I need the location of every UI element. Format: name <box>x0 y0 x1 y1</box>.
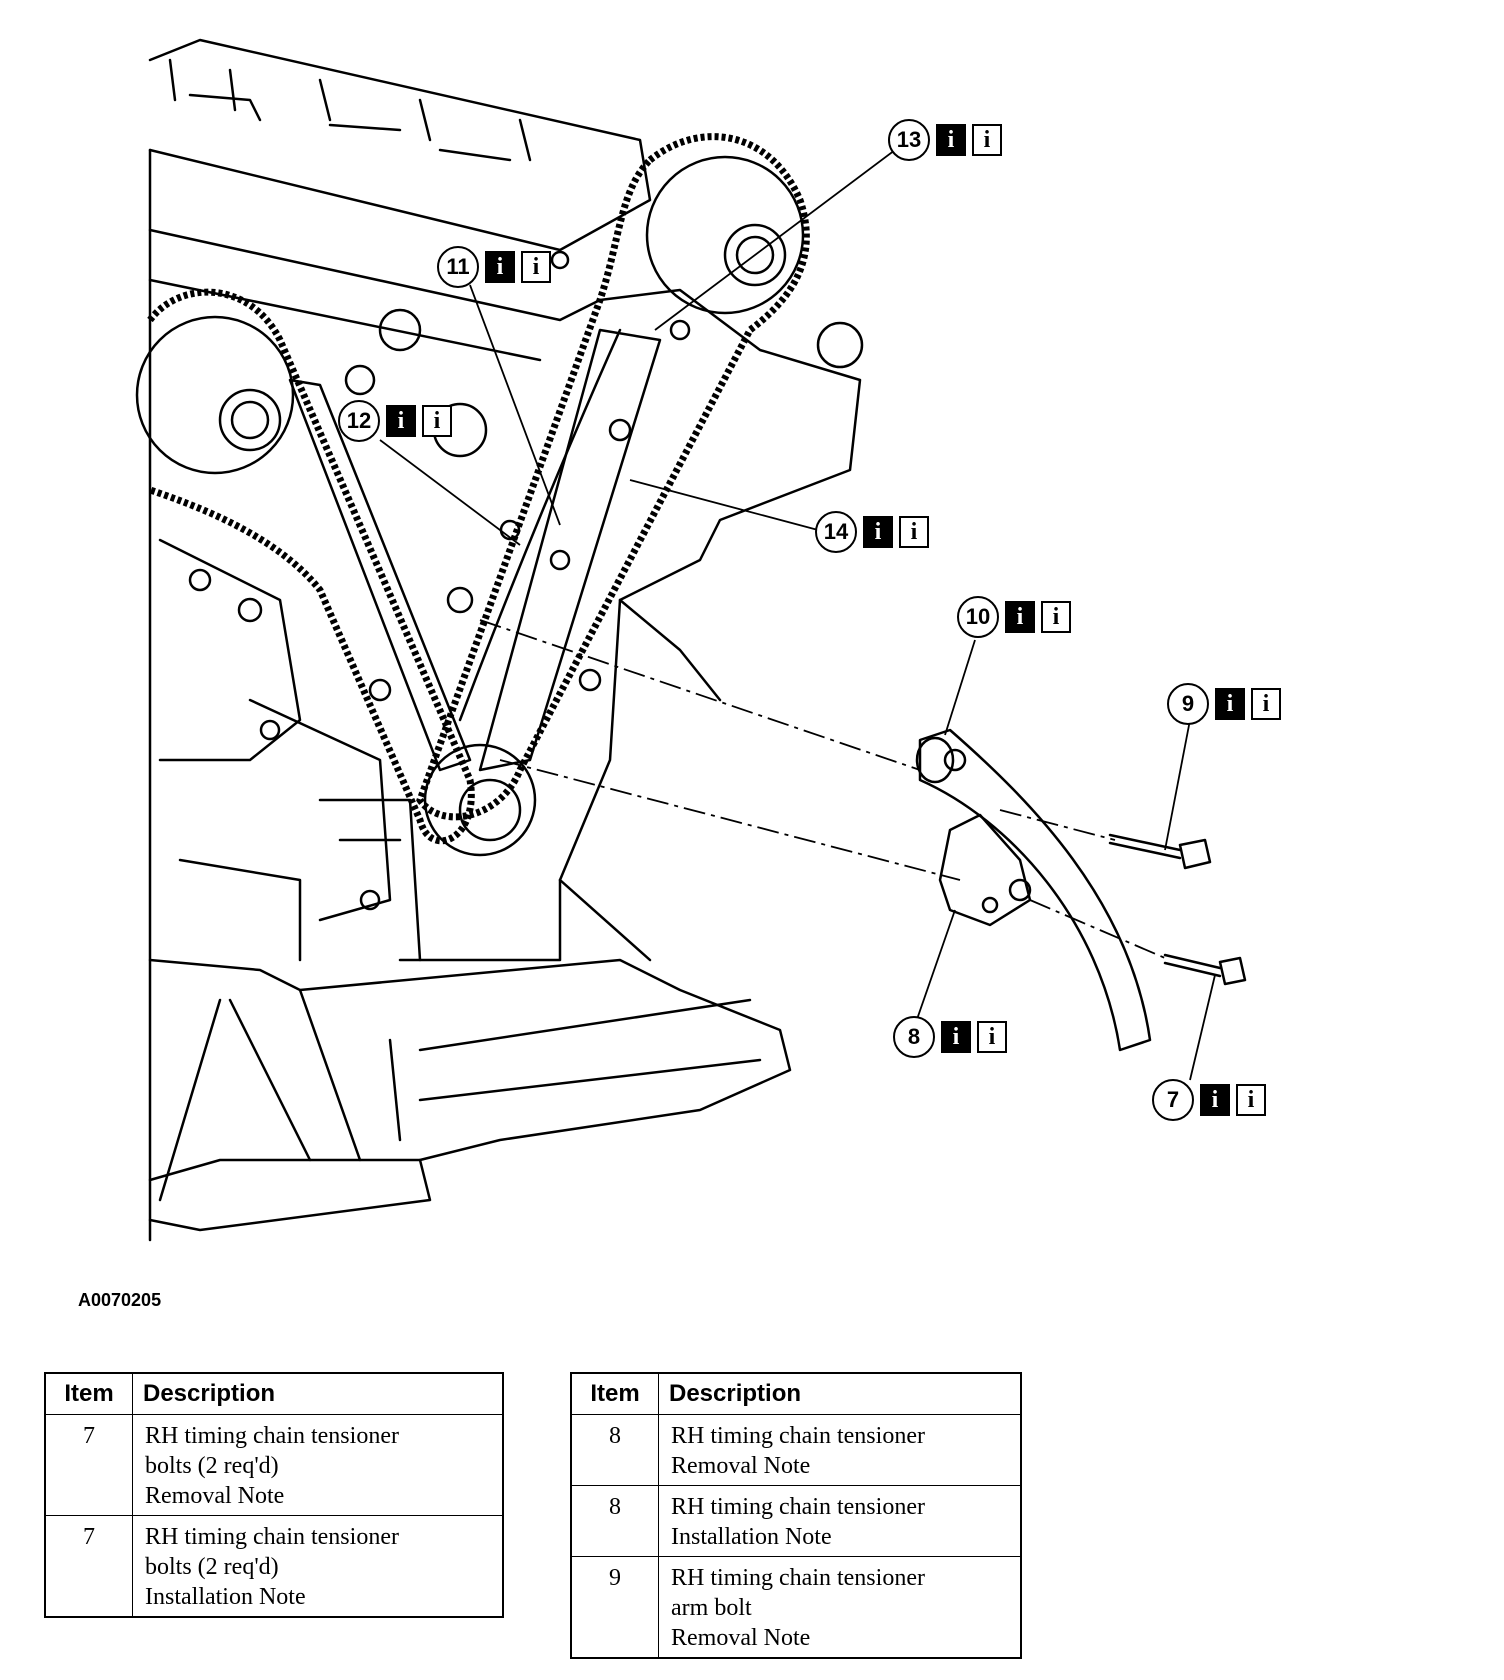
item-table-right: Item Description 8 RH timing chain tensi… <box>570 1372 1022 1659</box>
description-line: bolts (2 req'd) <box>145 1554 279 1580</box>
table-header-row: Item Description <box>44 1372 504 1415</box>
column-header-description: Description <box>132 1372 504 1415</box>
description-line: bolts (2 req'd) <box>145 1453 279 1479</box>
callout-number: 11 <box>437 246 479 288</box>
rh-timing-chain <box>416 133 810 821</box>
info-outline-icon[interactable]: i <box>1236 1084 1266 1116</box>
table-row: 7 RH timing chain tensioner bolts (2 req… <box>44 1414 504 1516</box>
tensioner-arm <box>918 728 1152 1052</box>
callout-number: 13 <box>888 119 930 161</box>
info-icon[interactable]: i <box>941 1021 971 1053</box>
installation-note-link[interactable]: Installation Note <box>671 1524 832 1550</box>
description-line: arm bolt <box>671 1595 752 1621</box>
info-icon[interactable]: i <box>936 124 966 156</box>
description-line: RH timing chain tensioner <box>145 1524 399 1550</box>
item-table-left: Item Description 7 RH timing chain tensi… <box>44 1372 504 1618</box>
bolt-7 <box>1163 953 1222 978</box>
lh-timing-chain <box>147 288 475 845</box>
column-header-description: Description <box>658 1372 1022 1415</box>
item-number: 8 <box>570 1414 659 1486</box>
bolt-9 <box>1108 833 1182 860</box>
info-outline-icon[interactable]: i <box>1041 601 1071 633</box>
callout-10: 10 i i <box>957 596 1071 638</box>
callout-number: 7 <box>1152 1079 1194 1121</box>
description-line: RH timing chain tensioner <box>671 1565 925 1591</box>
callout-8: 8 i i <box>893 1016 1007 1058</box>
removal-note-link[interactable]: Removal Note <box>671 1453 811 1479</box>
installation-note-link[interactable]: Installation Note <box>145 1584 306 1610</box>
description-line: RH timing chain tensioner <box>145 1423 399 1449</box>
info-outline-icon[interactable]: i <box>972 124 1002 156</box>
engine-timing-illustration <box>135 38 1247 1242</box>
info-outline-icon[interactable]: i <box>422 405 452 437</box>
table-header-row: Item Description <box>570 1372 1022 1415</box>
callout-9: 9 i i <box>1167 683 1281 725</box>
callout-13: 13 i i <box>888 119 1002 161</box>
item-description: RH timing chain tensioner Installation N… <box>658 1485 1022 1557</box>
callout-7: 7 i i <box>1152 1079 1266 1121</box>
info-icon[interactable]: i <box>1005 601 1035 633</box>
tensioner-body <box>938 813 1032 927</box>
info-icon[interactable]: i <box>863 516 893 548</box>
table-row: 7 RH timing chain tensioner bolts (2 req… <box>44 1515 504 1618</box>
removal-note-link[interactable]: Removal Note <box>145 1483 285 1509</box>
callout-14: 14 i i <box>815 511 929 553</box>
table-row: 9 RH timing chain tensioner arm bolt Rem… <box>570 1556 1022 1659</box>
crank-sprocket <box>423 743 537 857</box>
item-number: 7 <box>44 1515 133 1618</box>
info-icon[interactable]: i <box>386 405 416 437</box>
left-cam-sprocket <box>135 315 295 475</box>
item-number: 8 <box>570 1485 659 1557</box>
column-header-item: Item <box>44 1372 133 1415</box>
right-cam-sprocket <box>645 155 805 315</box>
description-line: RH timing chain tensioner <box>671 1423 925 1449</box>
removal-note-link[interactable]: Removal Note <box>671 1625 811 1651</box>
callout-number: 10 <box>957 596 999 638</box>
item-description: RH timing chain tensioner Removal Note <box>658 1414 1022 1486</box>
info-outline-icon[interactable]: i <box>1251 688 1281 720</box>
item-description: RH timing chain tensioner bolts (2 req'd… <box>132 1414 504 1516</box>
info-icon[interactable]: i <box>1215 688 1245 720</box>
item-description: RH timing chain tensioner arm bolt Remov… <box>658 1556 1022 1659</box>
callout-number: 9 <box>1167 683 1209 725</box>
table-row: 8 RH timing chain tensioner Installation… <box>570 1485 1022 1557</box>
info-outline-icon[interactable]: i <box>977 1021 1007 1053</box>
item-description: RH timing chain tensioner bolts (2 req'd… <box>132 1515 504 1618</box>
info-outline-icon[interactable]: i <box>521 251 551 283</box>
info-icon[interactable]: i <box>1200 1084 1230 1116</box>
item-number: 7 <box>44 1414 133 1516</box>
table-row: 8 RH timing chain tensioner Removal Note <box>570 1414 1022 1486</box>
callout-11: 11 i i <box>437 246 551 288</box>
callout-12: 12 i i <box>338 400 452 442</box>
figure-id: A0070205 <box>78 1290 162 1310</box>
info-icon[interactable]: i <box>485 251 515 283</box>
description-line: RH timing chain tensioner <box>671 1494 925 1520</box>
callout-number: 8 <box>893 1016 935 1058</box>
cylinder-head-outline <box>148 38 652 252</box>
column-header-item: Item <box>570 1372 659 1415</box>
info-outline-icon[interactable]: i <box>899 516 929 548</box>
item-number: 9 <box>570 1556 659 1659</box>
callout-number: 12 <box>338 400 380 442</box>
callout-number: 14 <box>815 511 857 553</box>
